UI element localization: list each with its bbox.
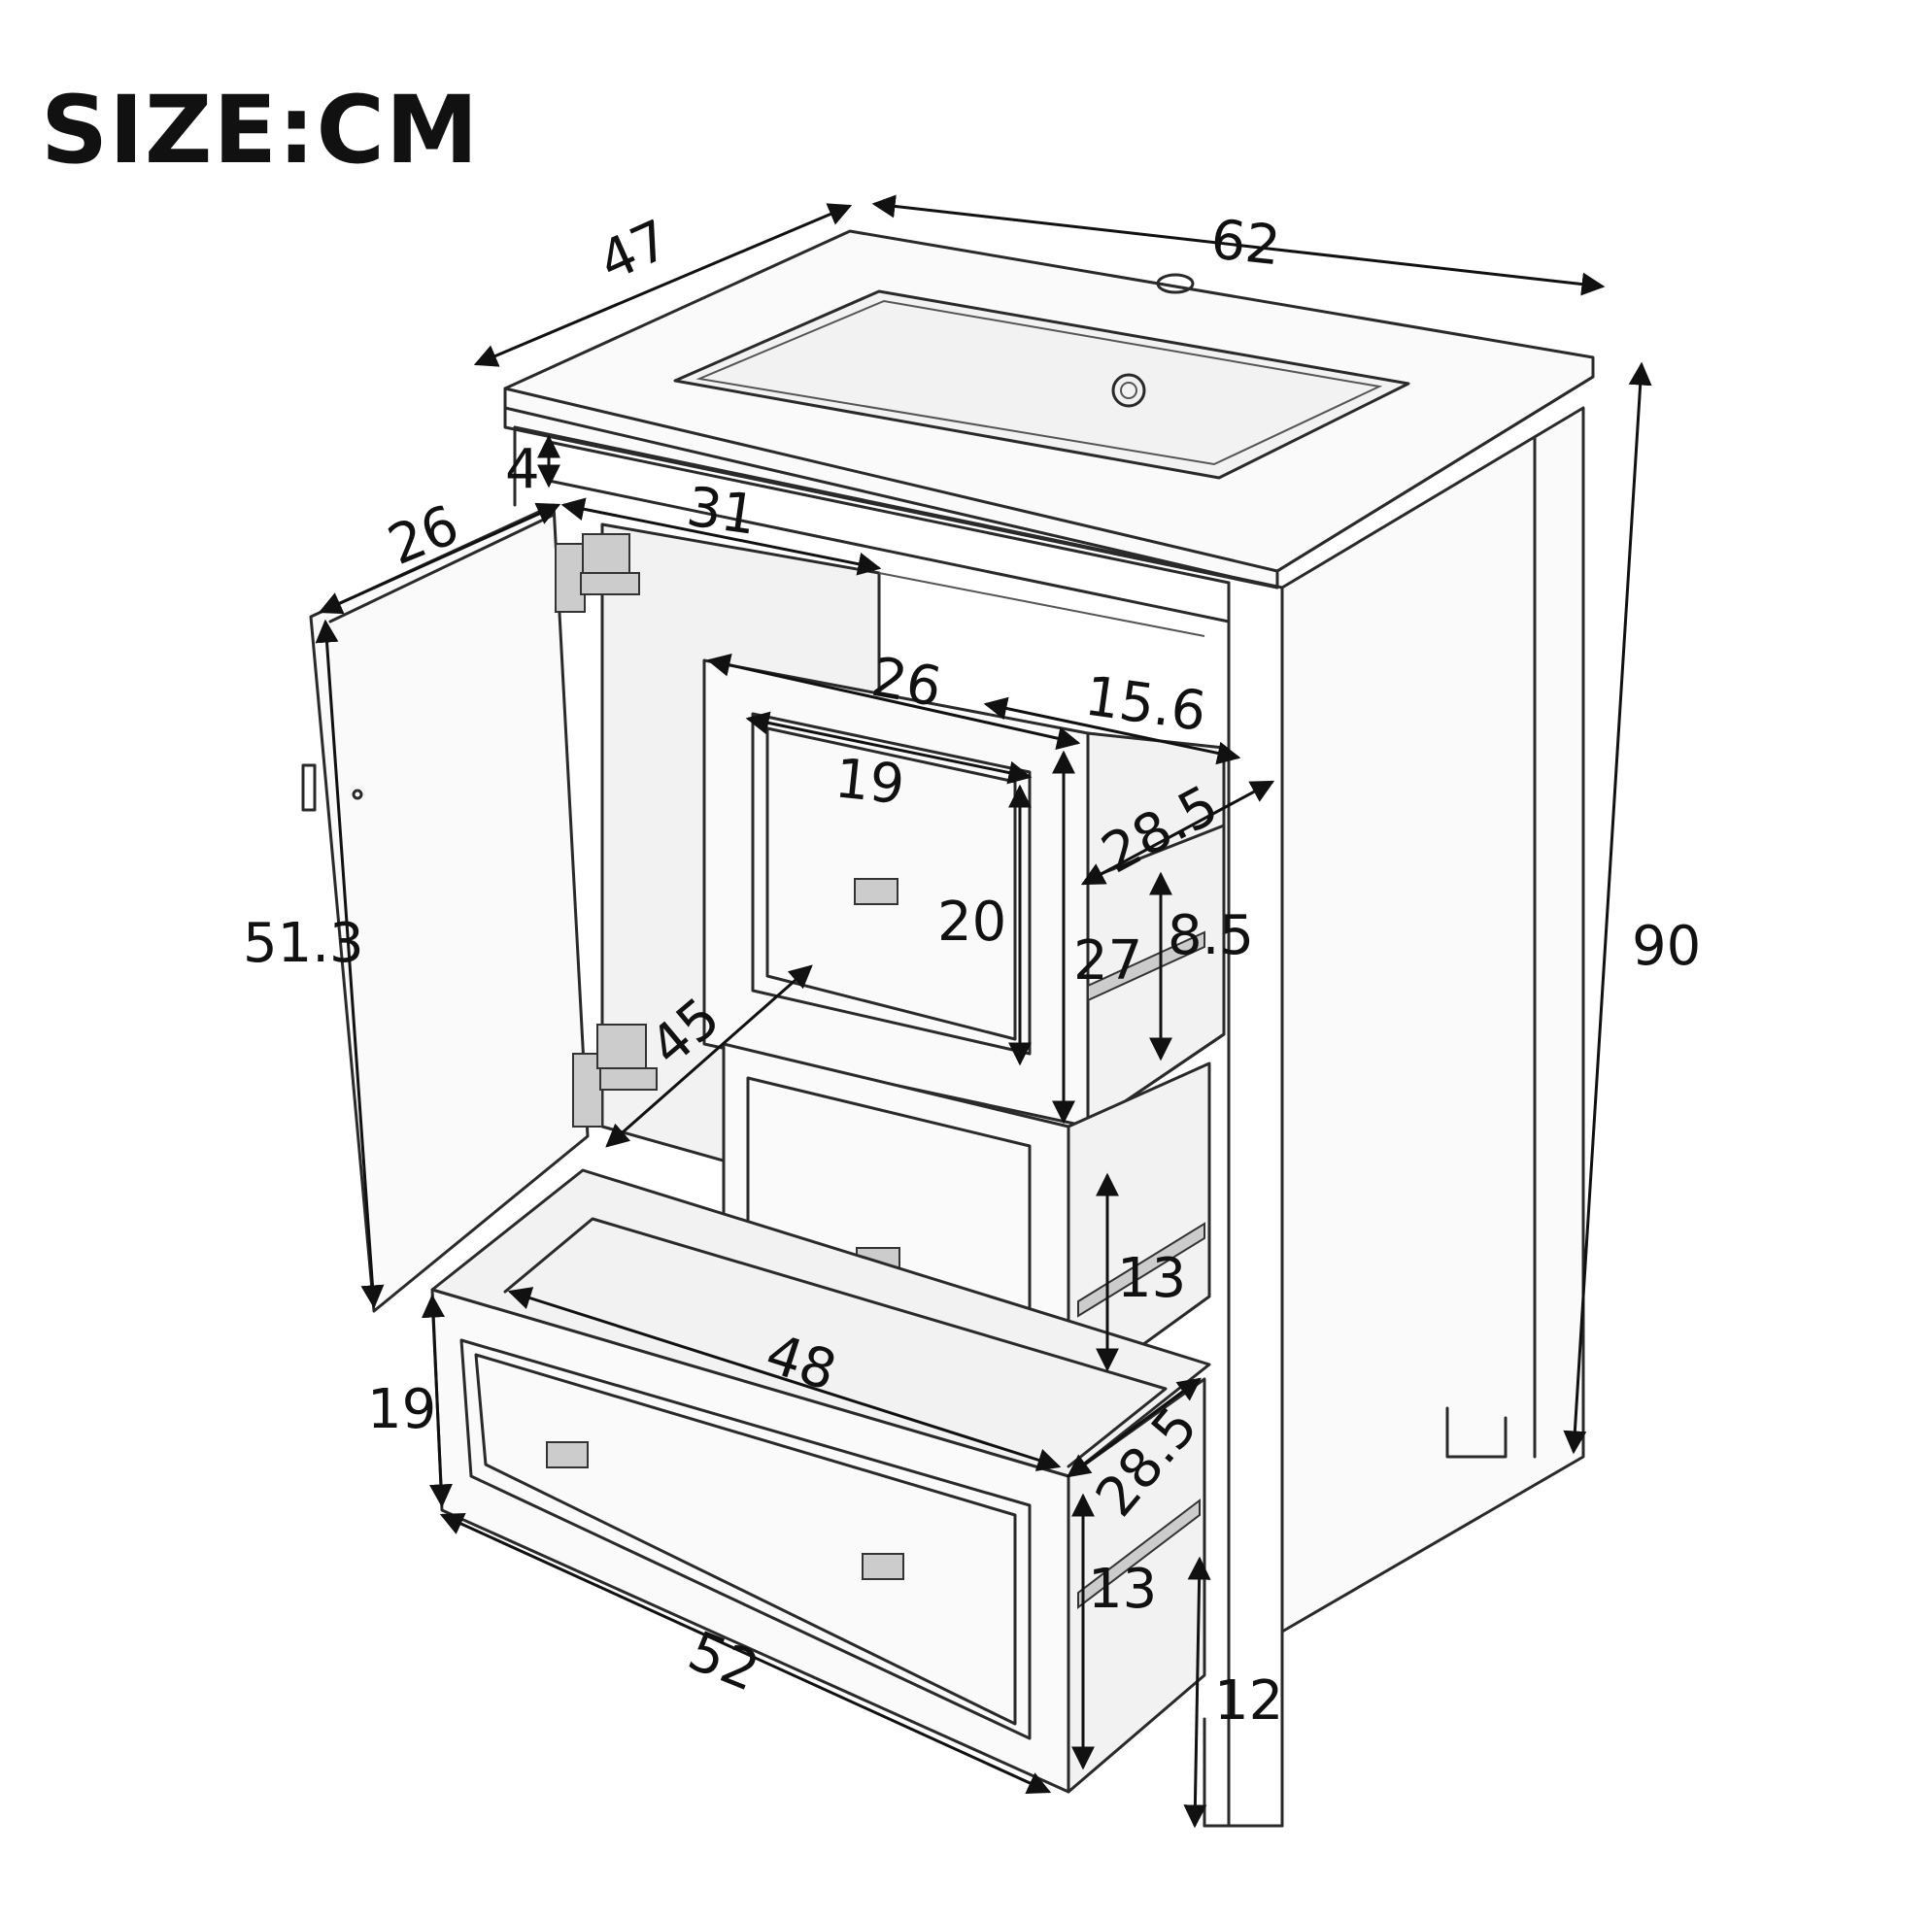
label-width-top: 62 [1208, 208, 1284, 278]
label-apron-height: 4 [505, 438, 540, 501]
label-upper-drawer-panel-height: 20 [937, 891, 1006, 954]
label-door-width-inner: 31 [683, 475, 761, 547]
door-handle-icon [301, 763, 317, 812]
label-bottom-drawer-height: 19 [367, 1378, 436, 1441]
drain-icon [1111, 373, 1146, 408]
label-bottom-drawer-inner-height: 13 [1088, 1558, 1157, 1621]
bottom-drawer-pull-right-icon [862, 1553, 904, 1580]
bottom-drawer-pull-left-icon [546, 1441, 589, 1468]
upper-drawer-pull-icon [854, 878, 898, 905]
label-height-total: 90 [1632, 915, 1701, 978]
label-door-height: 51.3 [243, 912, 364, 975]
dimension-lines [315, 194, 1652, 1829]
label-upper-drawer-inner-height: 8.5 [1168, 904, 1254, 967]
label-middle-drawer-height: 13 [1117, 1247, 1186, 1310]
label-upper-drawer-front-height: 27 [1073, 929, 1142, 993]
label-depth-top: 47 [590, 208, 679, 293]
size-unit-title: SIZE:CM [41, 76, 480, 185]
label-upper-drawer-width: 26 [867, 646, 946, 720]
label-upper-drawer-panel-width: 19 [832, 747, 908, 817]
label-upper-drawer-inner-width: 15.6 [1081, 664, 1210, 744]
label-leg-height: 12 [1214, 1669, 1283, 1733]
